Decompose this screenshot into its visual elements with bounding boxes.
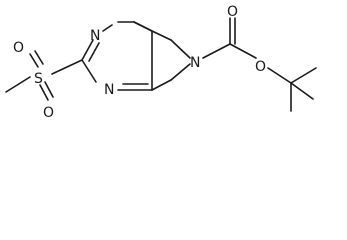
sulfonyl-group — [5, 50, 83, 101]
sulfur-label: S — [34, 71, 43, 87]
pyrroline-ring — [151, 30, 191, 91]
n-ring-bottom-label: N — [104, 82, 114, 98]
o-carbonyl-label: O — [227, 4, 238, 20]
molecule-structure: N N N S O O O O — [5, 4, 317, 121]
o-ester-label: O — [255, 59, 266, 75]
n-pyrroline-label: N — [190, 55, 200, 71]
structure-canvas: N N N S O O O O — [5, 4, 317, 121]
o-sulfonyl-bottom-label: O — [43, 105, 54, 121]
carbamate-group — [202, 17, 317, 112]
o-sulfonyl-top-label: O — [13, 40, 24, 56]
pyrimidine-ring — [81, 21, 153, 91]
n-ring-top-label: N — [90, 28, 100, 44]
